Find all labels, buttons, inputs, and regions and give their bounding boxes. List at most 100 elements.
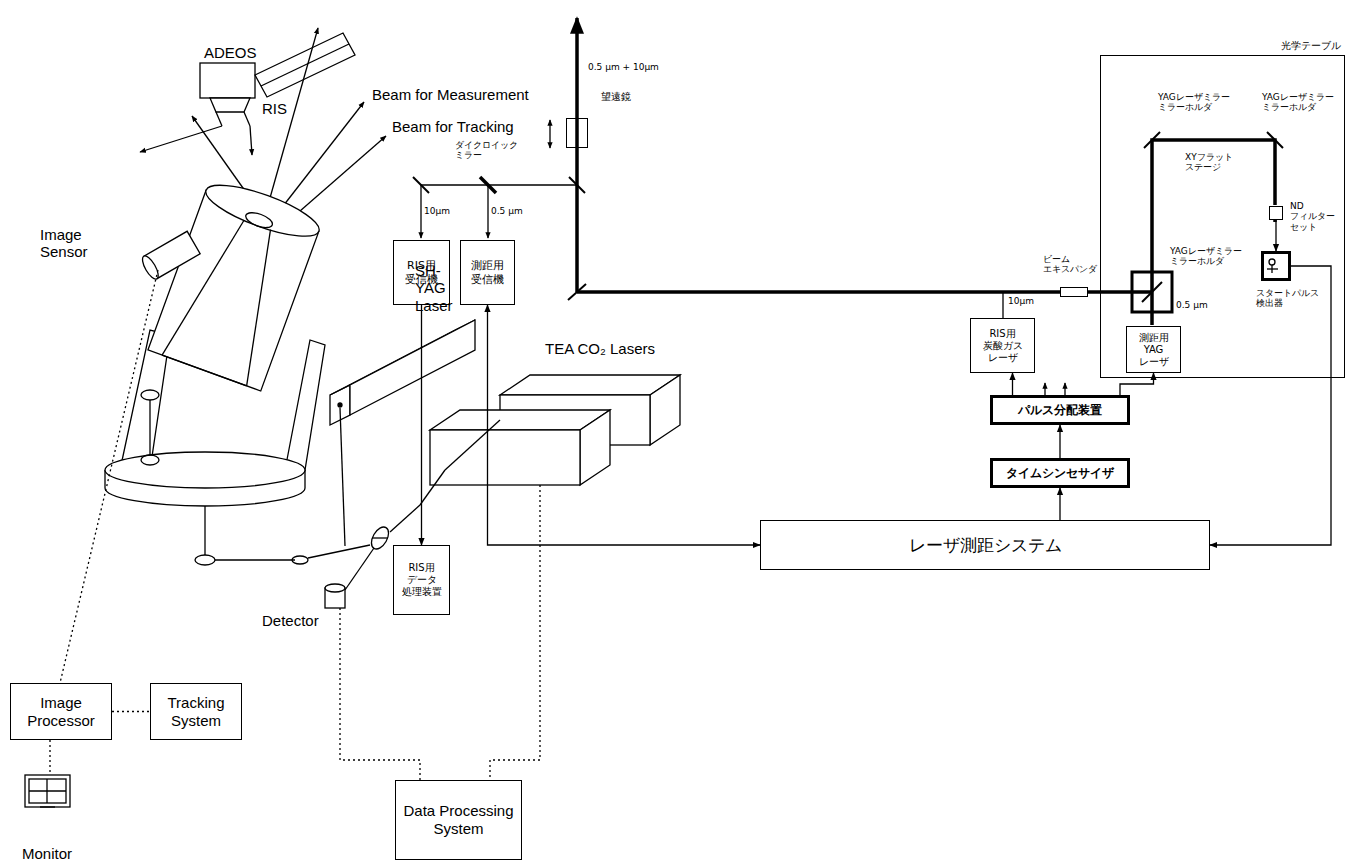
tea-co2-lasers xyxy=(500,375,680,395)
node-text: 測距用 受信機 xyxy=(471,259,504,285)
text-label: RIS xyxy=(262,100,287,117)
text-label: XYフラット ステージ xyxy=(1185,152,1233,173)
node-text: 測距用 YAG レーザ xyxy=(1139,332,1169,368)
monitor-icon xyxy=(40,806,55,807)
node-text: Image Processor xyxy=(11,694,111,730)
node-text: レーザ測距システム xyxy=(909,535,1062,555)
connector-arrow xyxy=(488,305,761,545)
optical-beam xyxy=(577,18,1275,325)
text-label: ADEOS xyxy=(204,44,257,61)
telescope xyxy=(285,340,325,470)
telescope xyxy=(204,506,205,555)
nd-filter: ND フィルター セット xyxy=(1269,206,1283,220)
connector-arrow xyxy=(1120,373,1154,395)
laser-beams xyxy=(140,126,222,152)
beam-expander: ビーム エキスパンダ xyxy=(1060,287,1088,297)
connector-arrow xyxy=(1059,425,1060,458)
adeos-satellite xyxy=(244,112,250,126)
text-label: YAGレーザミラー ミラーホルダ xyxy=(1262,92,1334,113)
node-label: ND フィルター セット xyxy=(1290,201,1335,232)
node-label: 光学テーブル xyxy=(1281,40,1341,52)
optical-beam-thin xyxy=(1044,383,1045,395)
mirror xyxy=(413,132,1283,312)
signal-wire xyxy=(490,485,540,780)
text-label: 0.5 μm xyxy=(1176,300,1208,310)
laser-beams xyxy=(140,28,386,218)
node-inner: Tracking System xyxy=(151,684,241,739)
telescope xyxy=(162,209,244,365)
tea-co2-lasers xyxy=(445,420,500,470)
node-label: スタートパルス 検出器 xyxy=(1256,288,1319,309)
node-text: RIS用 データ 処理装置 xyxy=(402,562,442,598)
telescope xyxy=(195,555,215,565)
tea-co2-lasers xyxy=(580,410,610,485)
optical-beam-thin xyxy=(1002,292,1003,318)
node-inner: パルス分配装置 xyxy=(993,398,1127,422)
node-inner: RIS用 データ 処理装置 xyxy=(394,546,449,614)
tea-co2-lasers xyxy=(650,375,680,445)
laser-box: 測距用 YAG レーザ xyxy=(1126,326,1181,373)
detector xyxy=(325,584,345,608)
monitor-icon xyxy=(29,779,66,803)
optical-beam-thin xyxy=(487,185,488,238)
optical-beam-thin xyxy=(1064,383,1065,395)
telescope xyxy=(292,556,308,564)
laser-beams xyxy=(250,126,252,155)
text-label: TEA CO₂ Lasers xyxy=(545,340,655,357)
start-pulse-detector: スタートパルス 検出器 xyxy=(1261,251,1291,281)
beam-path xyxy=(368,524,392,552)
beam-path xyxy=(372,537,388,538)
beam-path xyxy=(345,548,374,590)
node-inner: RIS用 炭酸ガス レーザ xyxy=(971,319,1034,372)
detector-icon xyxy=(1267,268,1278,269)
optical-beam xyxy=(575,18,579,292)
node-text: タイムシンセサイザ xyxy=(1006,466,1114,480)
text-label: YAGレーザミラー ミラーホルダ xyxy=(1170,246,1242,267)
text-label: Beam for Tracking xyxy=(392,118,514,135)
sh-yag-laser xyxy=(350,320,475,415)
process-box: Image Processor xyxy=(10,683,112,740)
detector-icon xyxy=(1267,259,1278,273)
telescope xyxy=(215,559,295,560)
receiver-box: 測距用 受信機 xyxy=(460,240,515,305)
detector-icon xyxy=(1269,259,1275,265)
text-label: 10μm xyxy=(424,206,450,216)
adeos-satellite xyxy=(210,98,250,112)
node-inner: Image Processor xyxy=(11,684,111,739)
optical-beam xyxy=(1088,290,1152,294)
text-label: YAGレーザミラー ミラーホルダ xyxy=(1158,92,1230,113)
telescope xyxy=(140,231,201,281)
mirror xyxy=(568,284,586,300)
telescope xyxy=(141,390,159,400)
laser-beams xyxy=(292,136,386,218)
telescope xyxy=(141,455,159,465)
optical-beam xyxy=(577,290,1060,294)
text-label: Monitor xyxy=(22,845,72,862)
connector-arrow xyxy=(1210,266,1331,545)
text-label: ダイクロイック ミラー xyxy=(455,140,518,161)
signal-line xyxy=(112,711,150,712)
adeos-satellite xyxy=(261,44,349,86)
process-box: Tracking System xyxy=(150,683,242,740)
illustration xyxy=(25,18,1283,807)
tea-co2-lasers xyxy=(430,375,680,485)
connector-arrow xyxy=(1275,220,1276,251)
beam-path xyxy=(390,505,420,532)
node-inner: タイムシンセサイザ xyxy=(993,461,1127,485)
tea-co2-lasers xyxy=(430,430,580,485)
optical-beam-thin xyxy=(421,120,1065,395)
mirror xyxy=(1144,132,1160,148)
system-box: レーザ測距システム xyxy=(760,520,1210,570)
telescope xyxy=(162,355,247,386)
connector-arrow xyxy=(1059,488,1060,520)
beam-path xyxy=(420,470,445,505)
telescope xyxy=(201,175,325,246)
signal-wire xyxy=(49,740,50,775)
sh-yag-laser xyxy=(338,403,342,407)
node-text: Data Processing System xyxy=(396,802,521,838)
adeos-satellite xyxy=(255,33,355,97)
telescope xyxy=(105,175,325,565)
process-box: Data Processing System xyxy=(395,780,522,860)
node-inner: 測距用 受信機 xyxy=(461,241,514,304)
